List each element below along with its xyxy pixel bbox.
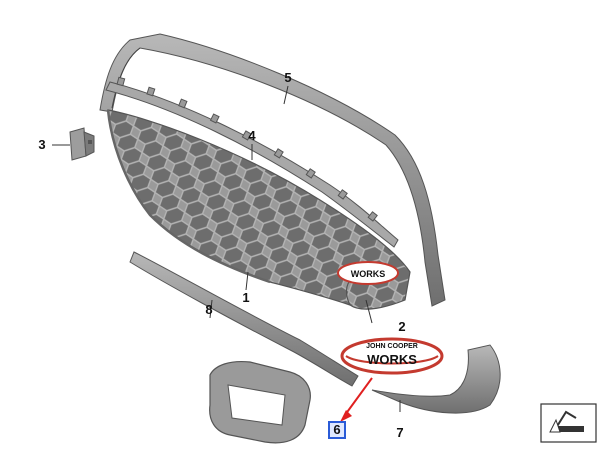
callout-8[interactable]: 8 xyxy=(205,302,212,317)
callout-labels: 1 2 3 4 5 6 7 8 xyxy=(38,70,405,440)
callout-3[interactable]: 3 xyxy=(38,137,45,152)
callout-1[interactable]: 1 xyxy=(242,290,249,305)
badge-line1-text: JOHN COOPER xyxy=(366,343,418,350)
callout-6[interactable]: 6 xyxy=(333,422,340,437)
leader-lines xyxy=(52,85,401,412)
highlight-arrow xyxy=(340,377,373,422)
badge-line2-text: WORKS xyxy=(367,352,417,367)
navigate-arrow-icon[interactable] xyxy=(540,403,597,443)
callout-6-highlight xyxy=(328,421,346,439)
radiator-grille-part-1 xyxy=(106,109,411,310)
lower-trim-part-7 xyxy=(371,344,501,414)
lower-strip-part-8 xyxy=(129,251,359,387)
clip-strip-part-4 xyxy=(105,76,399,248)
callout-2[interactable]: 2 xyxy=(398,319,405,334)
grille-badge-text: WORKS xyxy=(351,269,386,279)
callout-5[interactable]: 5 xyxy=(284,70,291,85)
grille-badge: WORKS xyxy=(337,261,399,285)
badge-emblem-part-2: JOHN COOPER WORKS xyxy=(340,337,444,375)
callout-4[interactable]: 4 xyxy=(248,128,256,143)
fog-frame-part-6 xyxy=(209,360,311,444)
callout-7[interactable]: 7 xyxy=(396,425,403,440)
side-bracket-part-3 xyxy=(69,127,95,161)
trim-arc-part-5 xyxy=(99,33,446,307)
